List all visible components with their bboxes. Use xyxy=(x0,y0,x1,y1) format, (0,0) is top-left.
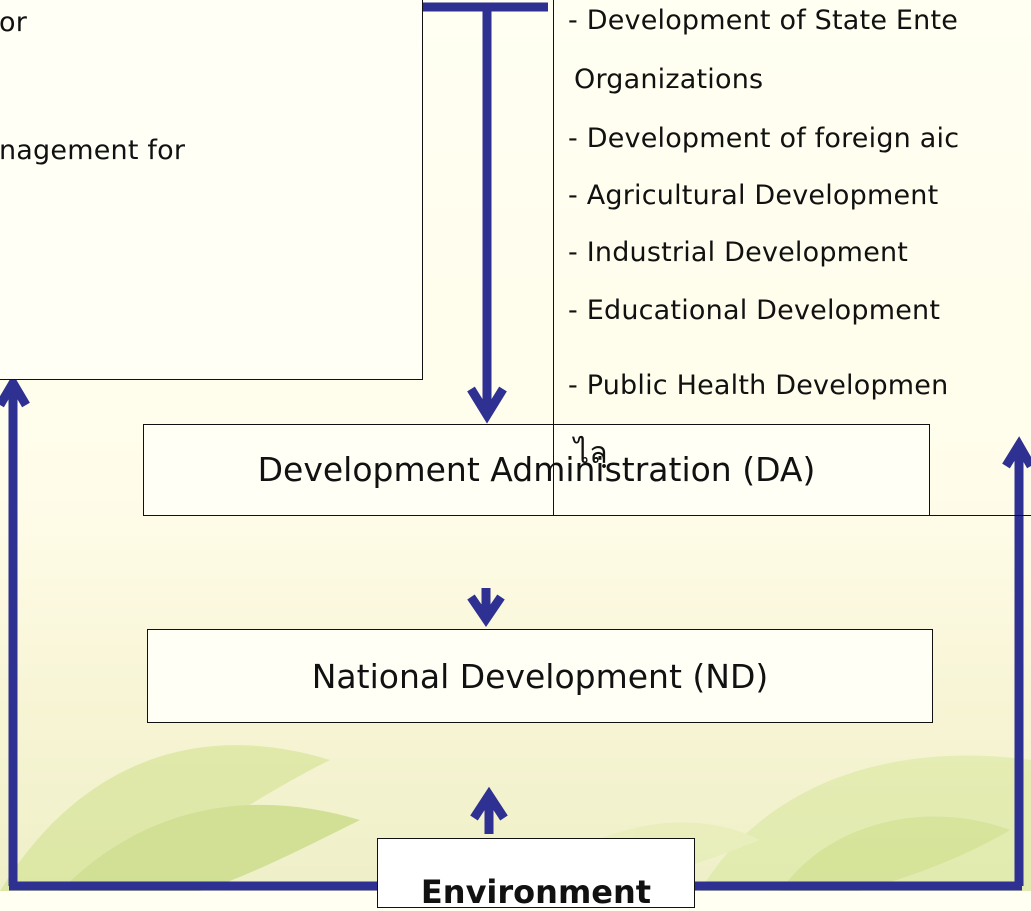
development-area-item: - Public Health Developmen xyxy=(568,370,949,401)
down-arrow-to-da-head xyxy=(467,386,507,424)
overlay-glyph: ไลฺ xyxy=(574,436,608,471)
down-arrow-to-nd-head xyxy=(467,594,505,627)
development-administration-box: Development Administration (DA) xyxy=(143,424,930,516)
left-box-line: nagement for xyxy=(0,135,186,166)
leaf-shape xyxy=(780,816,1010,891)
development-area-item: - Industrial Development xyxy=(568,237,909,268)
leaf-shape xyxy=(60,804,360,891)
nd-label: National Development (ND) xyxy=(311,657,769,696)
development-area-item: - Development of State Ente xyxy=(568,5,959,36)
da-label: Development Administration (DA) xyxy=(257,450,816,489)
connector-arrows xyxy=(0,2,1031,891)
left-factors-box: or nagement for xyxy=(0,0,423,380)
environment-box: Environment xyxy=(377,838,695,911)
left-loop-arrow-head xyxy=(0,374,30,408)
development-areas-box: - Development of State Ente Organization… xyxy=(553,0,1031,516)
national-development-box: National Development (ND) xyxy=(147,629,933,723)
environment-label: Environment xyxy=(420,873,652,911)
up-arrow-to-nd-head xyxy=(470,786,508,821)
development-area-item: - Development of foreign aic xyxy=(568,123,960,154)
development-area-item: - Educational Development xyxy=(568,295,941,326)
development-area-item: Organizations xyxy=(574,64,764,95)
right-loop-arrow-head xyxy=(1002,436,1031,469)
development-area-item: - Agricultural Development xyxy=(568,180,939,211)
leaf-shape xyxy=(0,745,330,891)
left-box-line: or xyxy=(0,7,28,38)
